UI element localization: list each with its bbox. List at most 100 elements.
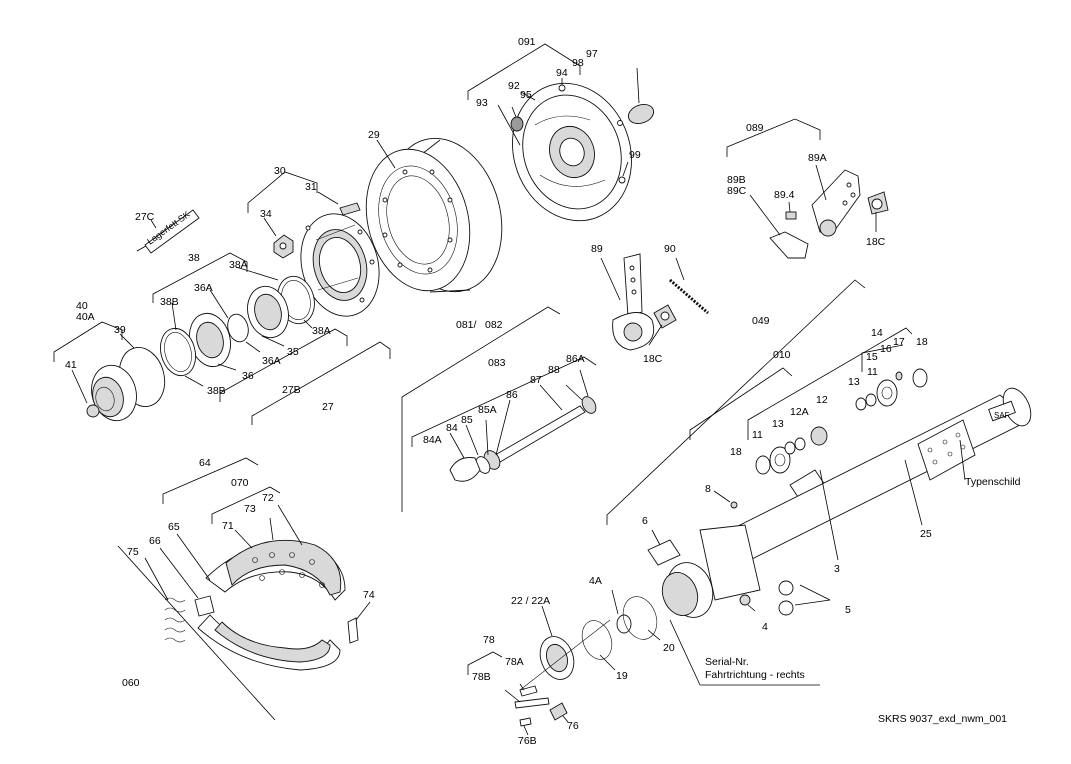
label-40A: 40A [76,311,95,323]
backing-plate-group-091: 091 97 98 94 95 92 93 99 [467,36,655,222]
label-94: 94 [556,67,568,79]
label-87: 87 [530,374,542,386]
label-11-right: 11 [867,366,878,378]
label-3: 3 [834,563,840,575]
label-31: 31 [305,181,317,193]
label-40: 40 [76,300,88,312]
label-78B: 78B [472,671,491,683]
label-13-left: 13 [772,418,784,430]
label-76: 76 [567,720,579,732]
label-93: 93 [476,97,488,109]
label-049: 049 [752,315,770,327]
hub-cap-group-40: 40 40A 39 41 [53,300,166,422]
label-5: 5 [845,604,851,616]
label-13-right: 13 [848,376,860,388]
label-78: 78 [483,634,495,646]
axle-beam-25: SAF 3 25 Typenschild 8 6 5 4 [642,387,1032,633]
label-36A: 36A [194,282,213,294]
label-89-4: 89.4 [774,189,795,201]
label-41: 41 [65,359,77,371]
label-6: 6 [642,515,648,527]
label-65: 65 [168,521,180,533]
label-38A-top: 38A [229,259,248,271]
label-64: 64 [199,457,211,469]
label-95: 95 [520,89,532,101]
label-18-top: 18 [916,336,928,348]
brake-shoe-group-060: 64 070 72 73 71 65 66 75 74 060 [117,457,375,721]
label-84: 84 [446,422,458,434]
label-29: 29 [368,129,380,141]
label-081: 081/ [456,319,477,331]
label-8: 8 [705,483,711,495]
label-97: 97 [586,48,598,60]
label-38A-bot: 38A [312,325,331,337]
label-38: 38 [188,252,200,264]
label-082: 082 [485,319,503,331]
label-89C: 89C [727,185,747,197]
axle-nut-group-22: 4A 20 19 22 / 22A 78 78A 78B 76 76B Seri… [467,575,820,747]
axle-plate-mark: SAF [994,411,1010,420]
label-089: 089 [746,122,764,134]
label-083: 083 [488,357,506,369]
label-92: 92 [508,80,520,92]
label-89: 89 [591,243,603,255]
label-060: 060 [122,677,140,689]
label-73: 73 [244,503,256,515]
label-12: 12 [816,394,828,406]
label-11-left: 11 [752,429,763,441]
label-18C-mid: 18C [643,353,663,365]
label-34: 34 [260,208,272,220]
label-85A: 85A [478,404,497,416]
label-74: 74 [363,589,375,601]
label-19: 19 [616,670,628,682]
label-070: 070 [231,477,249,489]
label-091: 091 [518,36,536,48]
camshaft-group-081: 081/ 082 083 86A 88 87 86 85A 85 84 84A [401,306,597,512]
label-66: 66 [149,535,161,547]
slack-adjuster-89: 89 90 18C [591,243,709,365]
label-36: 36 [242,370,254,382]
label-98: 98 [572,57,584,69]
label-76B: 76B [518,735,537,747]
brake-drum-29: 29 [365,129,503,293]
label-90: 90 [664,243,676,255]
label-38B-top: 38B [160,296,179,308]
label-18-left: 18 [730,446,742,458]
label-30: 30 [274,165,286,177]
label-typenschild: Typenschild [965,476,1021,488]
grease-tube-27C: 27C Lagerfett SK [135,209,200,254]
label-22: 22 / 22A [511,595,550,607]
label-78A: 78A [505,656,524,668]
label-71: 71 [222,520,234,532]
label-39: 39 [114,324,126,336]
label-010: 010 [773,349,791,361]
label-99: 99 [629,149,641,161]
bearing-group-38: 38 38A 36A 38B 38A 35 36A 36 38B 27B 27 [152,252,391,425]
label-72: 72 [262,492,274,504]
label-88: 88 [548,364,560,376]
label-27C: 27C [135,211,155,223]
label-75: 75 [127,546,139,558]
slack-adjuster-kit-089: 089 89A 89B 89C 89.4 18C [726,118,889,259]
label-4: 4 [762,621,768,633]
label-84A: 84A [423,434,442,446]
label-20: 20 [663,642,675,654]
label-4A: 4A [589,575,602,587]
label-89A: 89A [808,152,827,164]
label-86: 86 [506,389,518,401]
label-27B: 27B [282,384,301,396]
label-89B: 89B [727,174,746,186]
label-25: 25 [920,528,932,540]
label-86A: 86A [566,353,585,365]
label-serial: Serial-Nr. [705,656,749,668]
label-18C-top: 18C [866,236,886,248]
drawing-id: SKRS 9037_exd_nwm_001 [878,713,1007,725]
hub-group-30: 30 31 34 [247,165,380,317]
label-35: 35 [287,346,299,358]
axle-group-049: 049 010 14 17 18 16 15 13 11 12A 12 13 1… [606,279,928,525]
label-12A: 12A [790,406,809,418]
label-16: 16 [880,343,892,355]
label-85: 85 [461,414,473,426]
label-36A-bot: 36A [262,355,281,367]
